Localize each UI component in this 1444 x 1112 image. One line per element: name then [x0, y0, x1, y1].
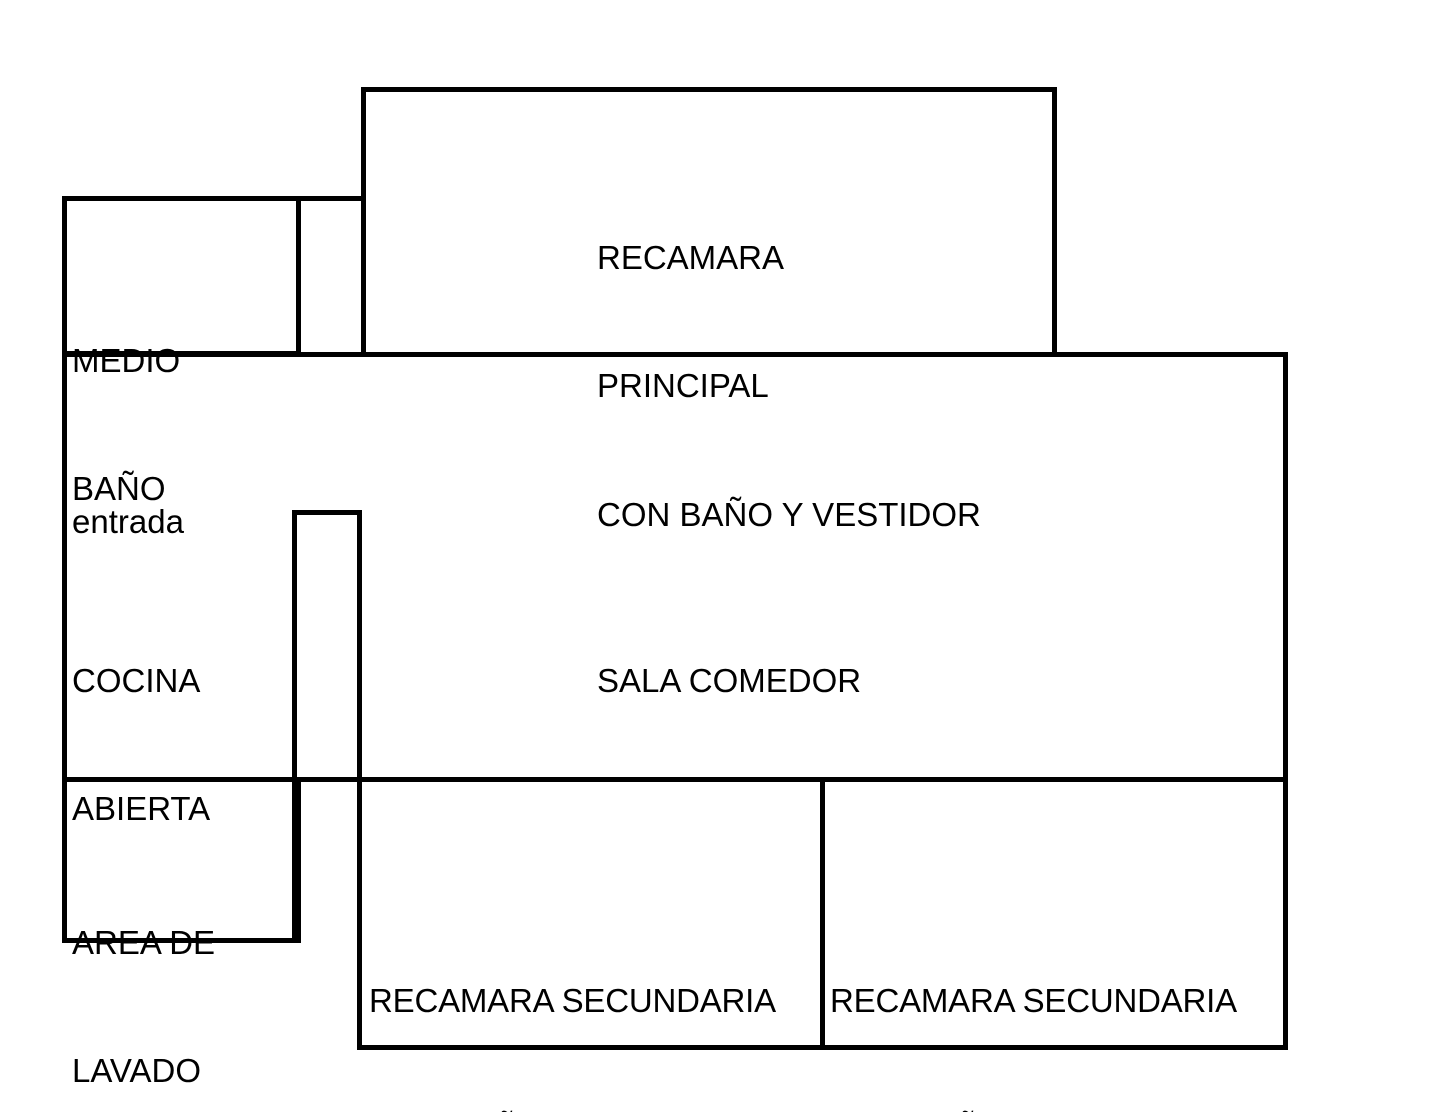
- wall-hall-connector-top: [296, 196, 366, 201]
- medio-bano-line-1: MEDIO: [72, 341, 181, 379]
- area-lavado-line-1: AREA DE: [72, 923, 216, 961]
- wall-laundry-right: [296, 777, 301, 943]
- wall-secondary-bedroom-divider: [820, 778, 825, 1050]
- room-label-recamara-principal: RECAMARA PRINCIPAL CON BAÑO Y VESTIDOR: [597, 151, 981, 623]
- wall-master-bedroom-right: [1052, 87, 1057, 357]
- wall-kitchen-partition-left: [292, 510, 297, 943]
- secundaria-2-line-1: RECAMARA SECUNDARIA: [830, 981, 1237, 1019]
- cocina-line-2: ABIERTA: [72, 790, 211, 828]
- secundaria-2-line-2: CON BAÑO Y VESTIDOR: [830, 1108, 1237, 1112]
- cocina-line-1: COCINA: [72, 661, 201, 699]
- entrada-line-1: entrada: [72, 502, 184, 540]
- secundaria-1-line-1: RECAMARA SECUNDARIA: [369, 981, 776, 1019]
- room-label-area-de-lavado: AREA DE LAVADO: [72, 836, 215, 1112]
- wall-outer-right: [1283, 352, 1288, 1050]
- room-label-recamara-secundaria-1: RECAMARA SECUNDARIA CON BAÑO Y VESTIDOR: [369, 894, 776, 1112]
- wall-master-bedroom-top: [361, 87, 1057, 92]
- recamara-principal-line-2: PRINCIPAL: [597, 367, 769, 405]
- wall-half-bath-right: [296, 196, 301, 356]
- medio-bano-line-2: BAÑO: [72, 470, 166, 508]
- sala-comedor-line-1: SALA COMEDOR: [597, 661, 862, 699]
- wall-living-top: [62, 352, 1288, 357]
- recamara-principal-line-3: CON BAÑO Y VESTIDOR: [597, 496, 981, 534]
- room-label-recamara-secundaria-2: RECAMARA SECUNDARIA CON BAÑO Y VESTIDOR: [830, 894, 1237, 1112]
- wall-lower-divider: [62, 777, 1288, 782]
- wall-master-bedroom-left: [361, 87, 366, 357]
- secundaria-1-line-2: CON BAÑO Y VESTIDOR: [369, 1108, 776, 1112]
- room-label-entrada: entrada: [72, 415, 184, 629]
- wall-half-bath-top: [62, 196, 301, 201]
- wall-laundry-bottom: [62, 938, 301, 943]
- room-label-medio-bano: MEDIO BAÑO: [72, 254, 180, 597]
- wall-outer-bottom: [357, 1045, 1288, 1050]
- wall-outer-left: [62, 196, 67, 943]
- area-lavado-line-2: LAVADO: [72, 1052, 201, 1090]
- recamara-principal-line-1: RECAMARA: [597, 238, 785, 276]
- wall-kitchen-partition-top: [292, 510, 362, 515]
- room-label-sala-comedor: SALA COMEDOR: [597, 574, 861, 788]
- room-label-cocina-abierta: COCINA ABIERTA: [72, 574, 210, 917]
